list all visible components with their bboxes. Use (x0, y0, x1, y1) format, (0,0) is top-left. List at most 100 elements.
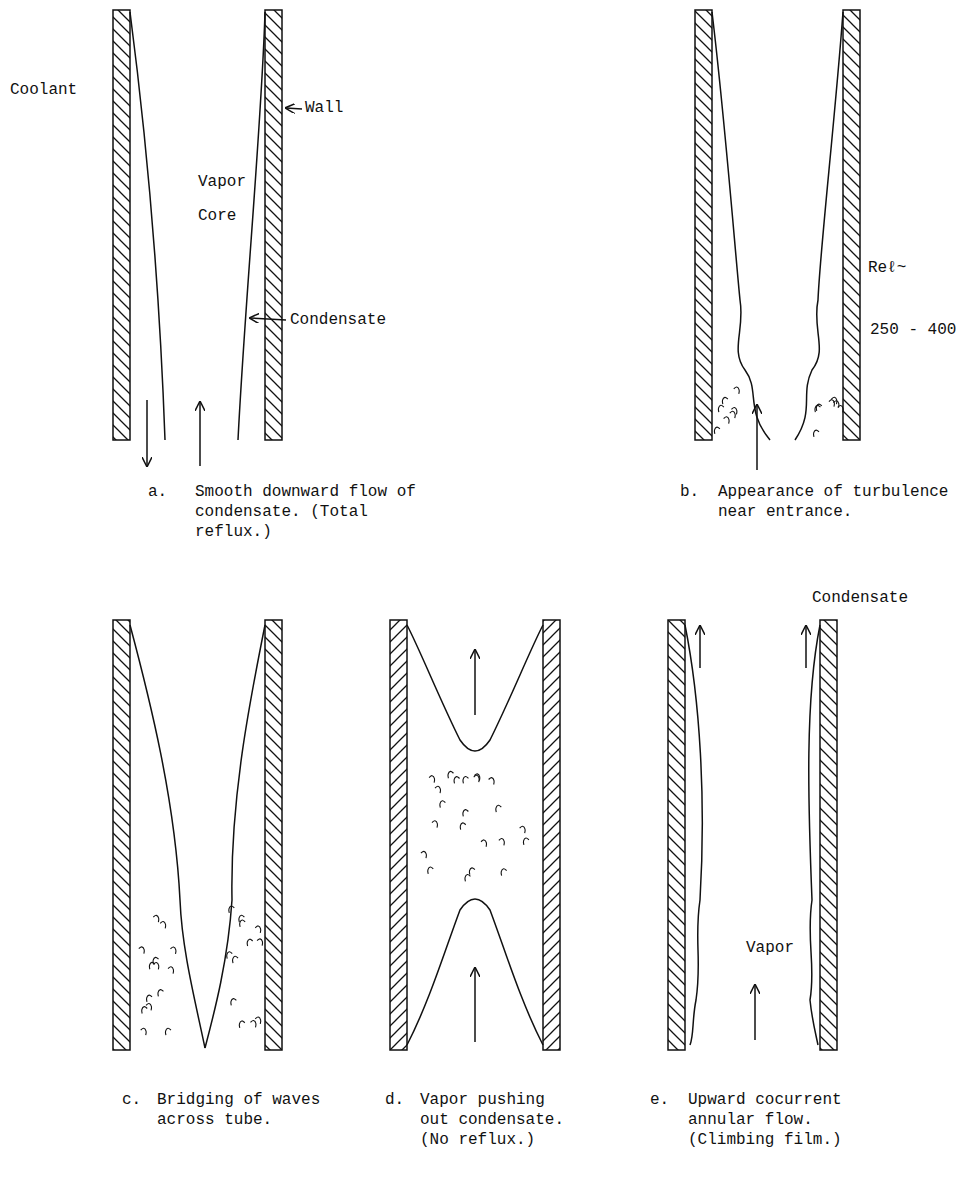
turbulence-mark (146, 1003, 151, 1010)
tube-wall (843, 10, 860, 440)
turbulence-mark (421, 851, 426, 858)
turbulence-mark (432, 821, 437, 828)
turbulence-mark (257, 939, 262, 946)
flow-arrow (199, 402, 201, 466)
turbulence-mark (440, 801, 445, 808)
turbulence-mark (231, 999, 236, 1006)
turbulence-mark (460, 823, 465, 830)
turbulence-mark (724, 417, 729, 424)
turbulence-mark (147, 995, 152, 1002)
part-name: Wall (305, 98, 343, 118)
parameter-label: Reℓ~ (868, 258, 906, 278)
panel-caption: Upward cocurrent annular flow. (Climbing… (688, 1090, 858, 1150)
turbulence-mark (454, 777, 459, 784)
turbulence-mark (435, 786, 440, 793)
turbulence-mark (240, 920, 245, 927)
turbulence-mark (448, 771, 453, 778)
panel-caption: Appearance of turbulence near entrance. (718, 482, 968, 522)
panel-letter: d. (385, 1090, 404, 1110)
turbulence-mark (229, 906, 234, 913)
tube-wall (543, 620, 560, 1050)
panel-caption: Bridging of waves across tube. (157, 1090, 337, 1130)
turbulence-mark (255, 1017, 260, 1024)
condensate-film (712, 12, 770, 440)
turbulence-mark (428, 867, 433, 874)
turbulence-mark (168, 967, 173, 974)
panel-letter: a. (148, 482, 167, 502)
tube-wall (820, 620, 837, 1050)
leader-arrow (250, 318, 286, 320)
flow-arrow (146, 400, 148, 466)
turbulence-mark (714, 427, 719, 434)
tube-wall (390, 620, 407, 1050)
flow-arrow (756, 405, 758, 470)
turbulence-mark (496, 805, 501, 812)
turbulence-mark (501, 869, 506, 876)
turbulence-mark (463, 810, 468, 817)
turbulence-mark (142, 1007, 147, 1014)
liquid-bridge (407, 625, 543, 751)
flow-arrow (474, 650, 476, 715)
panel-letter: b. (680, 482, 699, 502)
flow-arrow (754, 985, 756, 1040)
flow-arrow (699, 626, 701, 668)
condensate-film (205, 625, 265, 1048)
turbulence-mark (463, 776, 468, 783)
condensate-film (685, 625, 702, 1045)
turbulence-mark (730, 411, 735, 418)
turbulence-mark (165, 1028, 170, 1035)
tube-wall (265, 620, 282, 1050)
flow-arrow (474, 968, 476, 1042)
panel-caption: Vapor pushing out condensate. (No reflux… (420, 1090, 580, 1150)
turbulence-mark (153, 915, 158, 922)
turbulence-mark (833, 401, 838, 408)
condensate-film (809, 625, 820, 1045)
turbulence-mark (731, 408, 736, 415)
turbulence-mark (814, 430, 819, 437)
tube-wall (113, 620, 130, 1050)
turbulence-mark (489, 778, 494, 785)
turbulence-mark (160, 922, 165, 929)
part-name: Condensate (812, 588, 908, 608)
turbulence-mark (139, 947, 144, 954)
region-name: Vapor (746, 938, 794, 958)
liquid-bridge (407, 899, 543, 1045)
turbulence-mark (523, 838, 528, 845)
turbulence-mark (734, 387, 739, 394)
turbulence-mark (829, 400, 834, 407)
tube-wall (265, 10, 282, 440)
turbulence-mark (474, 775, 479, 782)
turbulence-mark (141, 1028, 146, 1035)
turbulence-mark (520, 826, 525, 833)
turbulence-mark (255, 926, 260, 933)
turbulence-mark (481, 840, 486, 847)
turbulence-mark (718, 405, 723, 412)
turbulence-mark (722, 397, 727, 404)
turbulence-mark (239, 1021, 244, 1028)
condensate-film (130, 12, 165, 440)
turbulence-mark (158, 990, 163, 997)
panel-letter: e. (650, 1090, 669, 1110)
turbulence-mark (499, 838, 504, 845)
turbulence-mark (233, 956, 238, 963)
condensate-film (238, 12, 265, 440)
turbulence-mark (429, 776, 434, 783)
parameter-value: 250 - 400 (870, 320, 956, 340)
tube-wall (668, 620, 685, 1050)
turbulence-mark (153, 962, 158, 969)
turbulence-mark (816, 404, 821, 411)
turbulence-mark (469, 868, 474, 875)
tube-wall (695, 10, 712, 440)
tube-wall (113, 10, 130, 440)
turbulence-mark (227, 952, 232, 959)
turbulence-mark (465, 875, 470, 882)
turbulence-mark (815, 405, 820, 412)
part-name: Condensate (290, 310, 386, 330)
turbulence-mark (170, 947, 175, 954)
flow-arrow (805, 626, 807, 668)
panel-caption: Smooth downward flow of condensate. (Tot… (195, 482, 435, 542)
turbulence-mark (247, 939, 252, 946)
turbulence-mark (250, 1021, 255, 1028)
condensate-film (795, 12, 843, 440)
